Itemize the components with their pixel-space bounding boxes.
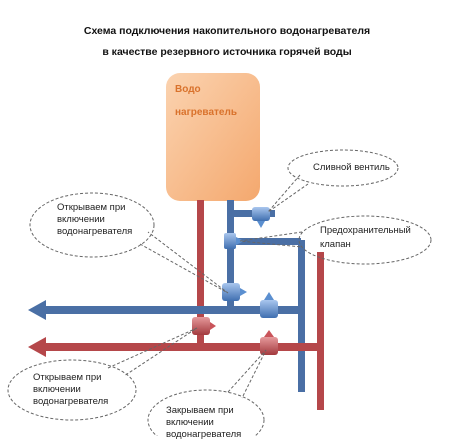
hot-main-valve-icon	[260, 330, 278, 355]
cold-riser-pipe	[298, 240, 305, 392]
callout-close	[147, 389, 265, 436]
cold-pipe-drain-branch	[227, 210, 275, 217]
hot-riser-pipe	[317, 252, 324, 410]
drain-valve-icon	[252, 207, 270, 228]
callout-open-bottom-pointer	[107, 327, 198, 377]
cold-main-valve-icon	[260, 292, 278, 318]
water-heater-tank	[166, 73, 260, 201]
callout-safety-valve-text-line2: клапан	[320, 239, 351, 250]
heater-inlet-valve-icon	[222, 283, 247, 301]
callout-safety-valve	[298, 215, 432, 265]
callout-open-top-pointer	[139, 231, 229, 294]
hot-main-arrow-shaft	[44, 343, 72, 351]
callout-open-bottom-text-line2: включении	[33, 384, 81, 395]
callout-close-text-line1: Закрываем при	[166, 405, 234, 416]
callout-open-top-text-line3: водонагревателя	[57, 226, 133, 237]
cold-pipe-safety-branch	[233, 238, 301, 245]
callout-drain-valve	[287, 149, 399, 187]
hot-main-arrow	[28, 337, 46, 357]
hot-outlet-valve-icon	[192, 317, 216, 335]
callout-open-bottom-text-line1: Открываем при	[33, 372, 102, 383]
callout-open-top-text-line1: Открываем при	[57, 202, 126, 213]
hot-heater-connection	[197, 325, 204, 349]
callout-open-bottom-text-line3: водонагревателя	[33, 396, 109, 407]
callout-safety-valve-text-line1: Предохранительный	[320, 225, 411, 236]
callout-safety-valve-pointer	[239, 231, 303, 248]
callout-drain-valve-text: Сливной вентиль	[313, 162, 390, 173]
callout-open-top	[29, 192, 155, 258]
diagram-title-line1: Схема подключения накопительного водонаг…	[83, 25, 371, 37]
cold-main-arrow-shaft	[44, 306, 72, 314]
hot-pipe-heater-outlet	[197, 200, 204, 328]
hot-main-pipe	[70, 343, 318, 351]
callout-close-pointer	[227, 349, 267, 399]
callout-open-bottom	[7, 359, 137, 421]
heater-label-line2: нагреватель	[175, 107, 237, 118]
cold-main-pipe	[70, 306, 302, 314]
callout-open-top-text-line2: включении	[57, 214, 105, 225]
callout-close-text-line3: водонагревателя	[166, 429, 242, 440]
cold-main-arrow	[28, 300, 46, 320]
callout-close-text-line2: включении	[166, 417, 214, 428]
heater-label-line1: Водо	[175, 84, 201, 95]
cold-pipe-heater-inlet	[227, 200, 234, 310]
callout-drain-valve-pointer	[267, 174, 309, 213]
diagram-title-line2: в качестве резервного источника горячей …	[102, 46, 352, 58]
